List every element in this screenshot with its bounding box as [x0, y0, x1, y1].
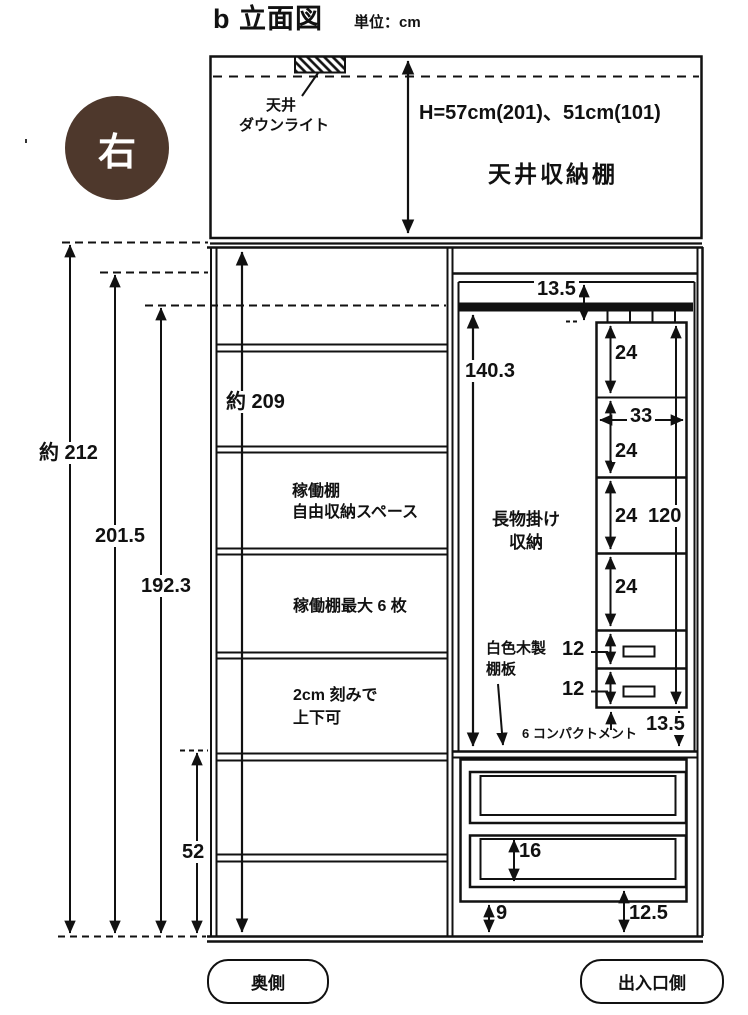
bottom-gap-dim: 13.5: [643, 713, 688, 735]
unit-note: 単位：cm: [354, 14, 421, 31]
entrance-side-label: 出入口側: [618, 974, 686, 993]
lower-right-drawers: [459, 758, 688, 933]
comp-dim-12: 12: [559, 638, 588, 660]
drawer-handle: [622, 645, 656, 658]
shelf-board-label: 白色木製 棚板: [486, 638, 546, 680]
entrance-side-pill: 出入口側: [580, 959, 724, 1004]
hang-storage-label: 長物掛け 収納: [483, 508, 569, 554]
comp-dim-24: 24: [612, 342, 641, 364]
ceiling-storage-box: [209, 55, 703, 245]
left-cabinet-note-3: 2cm 刻みで 上下可: [293, 684, 377, 730]
note-line: 収納: [509, 533, 543, 552]
comp-dim-24: 24: [612, 505, 641, 527]
dim-192: 192.3: [138, 575, 195, 597]
toe-left-dim: 9: [496, 902, 508, 924]
note-line: 稼働棚: [292, 483, 341, 500]
shelf-board-leader: [496, 683, 508, 746]
note-line: 長物掛け: [492, 510, 560, 529]
right-cabinet: [452, 272, 697, 759]
compartment-box: [595, 321, 688, 709]
dim-52: 52: [179, 841, 208, 863]
note-line: 自由収納スペース: [292, 504, 419, 521]
note-line: 上下可: [293, 710, 342, 727]
drawer-height-dim: 16: [519, 840, 542, 862]
dim-212: 約 212: [36, 442, 101, 464]
left-cabinet-shelves: [217, 251, 447, 933]
downlight-leader: [301, 72, 319, 97]
note-line: 白色木製: [486, 640, 547, 657]
top-gap-dim: 13.5: [534, 278, 579, 300]
comp-dim-12: 12: [559, 678, 588, 700]
note-line: 棚板: [486, 661, 517, 678]
stray-mark: [25, 139, 27, 143]
toe-right-dim: 12.5: [629, 902, 668, 924]
note-line: 2cm 刻みで: [293, 687, 378, 704]
hang-height-dim: 140.3: [462, 360, 519, 382]
left-cabinet-note-1: 稼働棚 自由収納スペース: [292, 481, 418, 523]
ceiling-height-note: H=57cm(201)、51cm(101): [419, 102, 661, 124]
comp-total-120: 120: [645, 505, 685, 527]
drawer-handle: [622, 685, 656, 698]
downlight-label: ダウンライト: [239, 117, 330, 134]
downlight-label: 天井: [266, 97, 297, 114]
left-cabinet-height: 約 209: [223, 391, 288, 413]
back-side-label: 奥側: [251, 974, 285, 993]
dim-201: 201.5: [92, 525, 149, 547]
left-dimension-lines: [58, 241, 446, 938]
main-frame: [207, 246, 704, 943]
side-badge-label: 右: [97, 131, 136, 174]
back-side-pill: 奥側: [207, 959, 329, 1004]
ceiling-storage-name: 天井収納棚: [488, 161, 618, 187]
comp-dim-24: 24: [612, 576, 641, 598]
upper-drawer: [468, 770, 688, 825]
compartments-note: 6 コンパクトメント: [522, 726, 637, 741]
side-badge: 右: [65, 96, 169, 200]
comp-dim-24: 24: [612, 440, 641, 462]
page-title: b 立面図: [213, 4, 323, 34]
left-cabinet-note-2: 稼働棚最大 6 枚: [293, 598, 407, 615]
lower-drawer: [468, 834, 688, 889]
comp-width-33: 33: [627, 405, 656, 427]
downlight-hatch: [294, 55, 346, 74]
